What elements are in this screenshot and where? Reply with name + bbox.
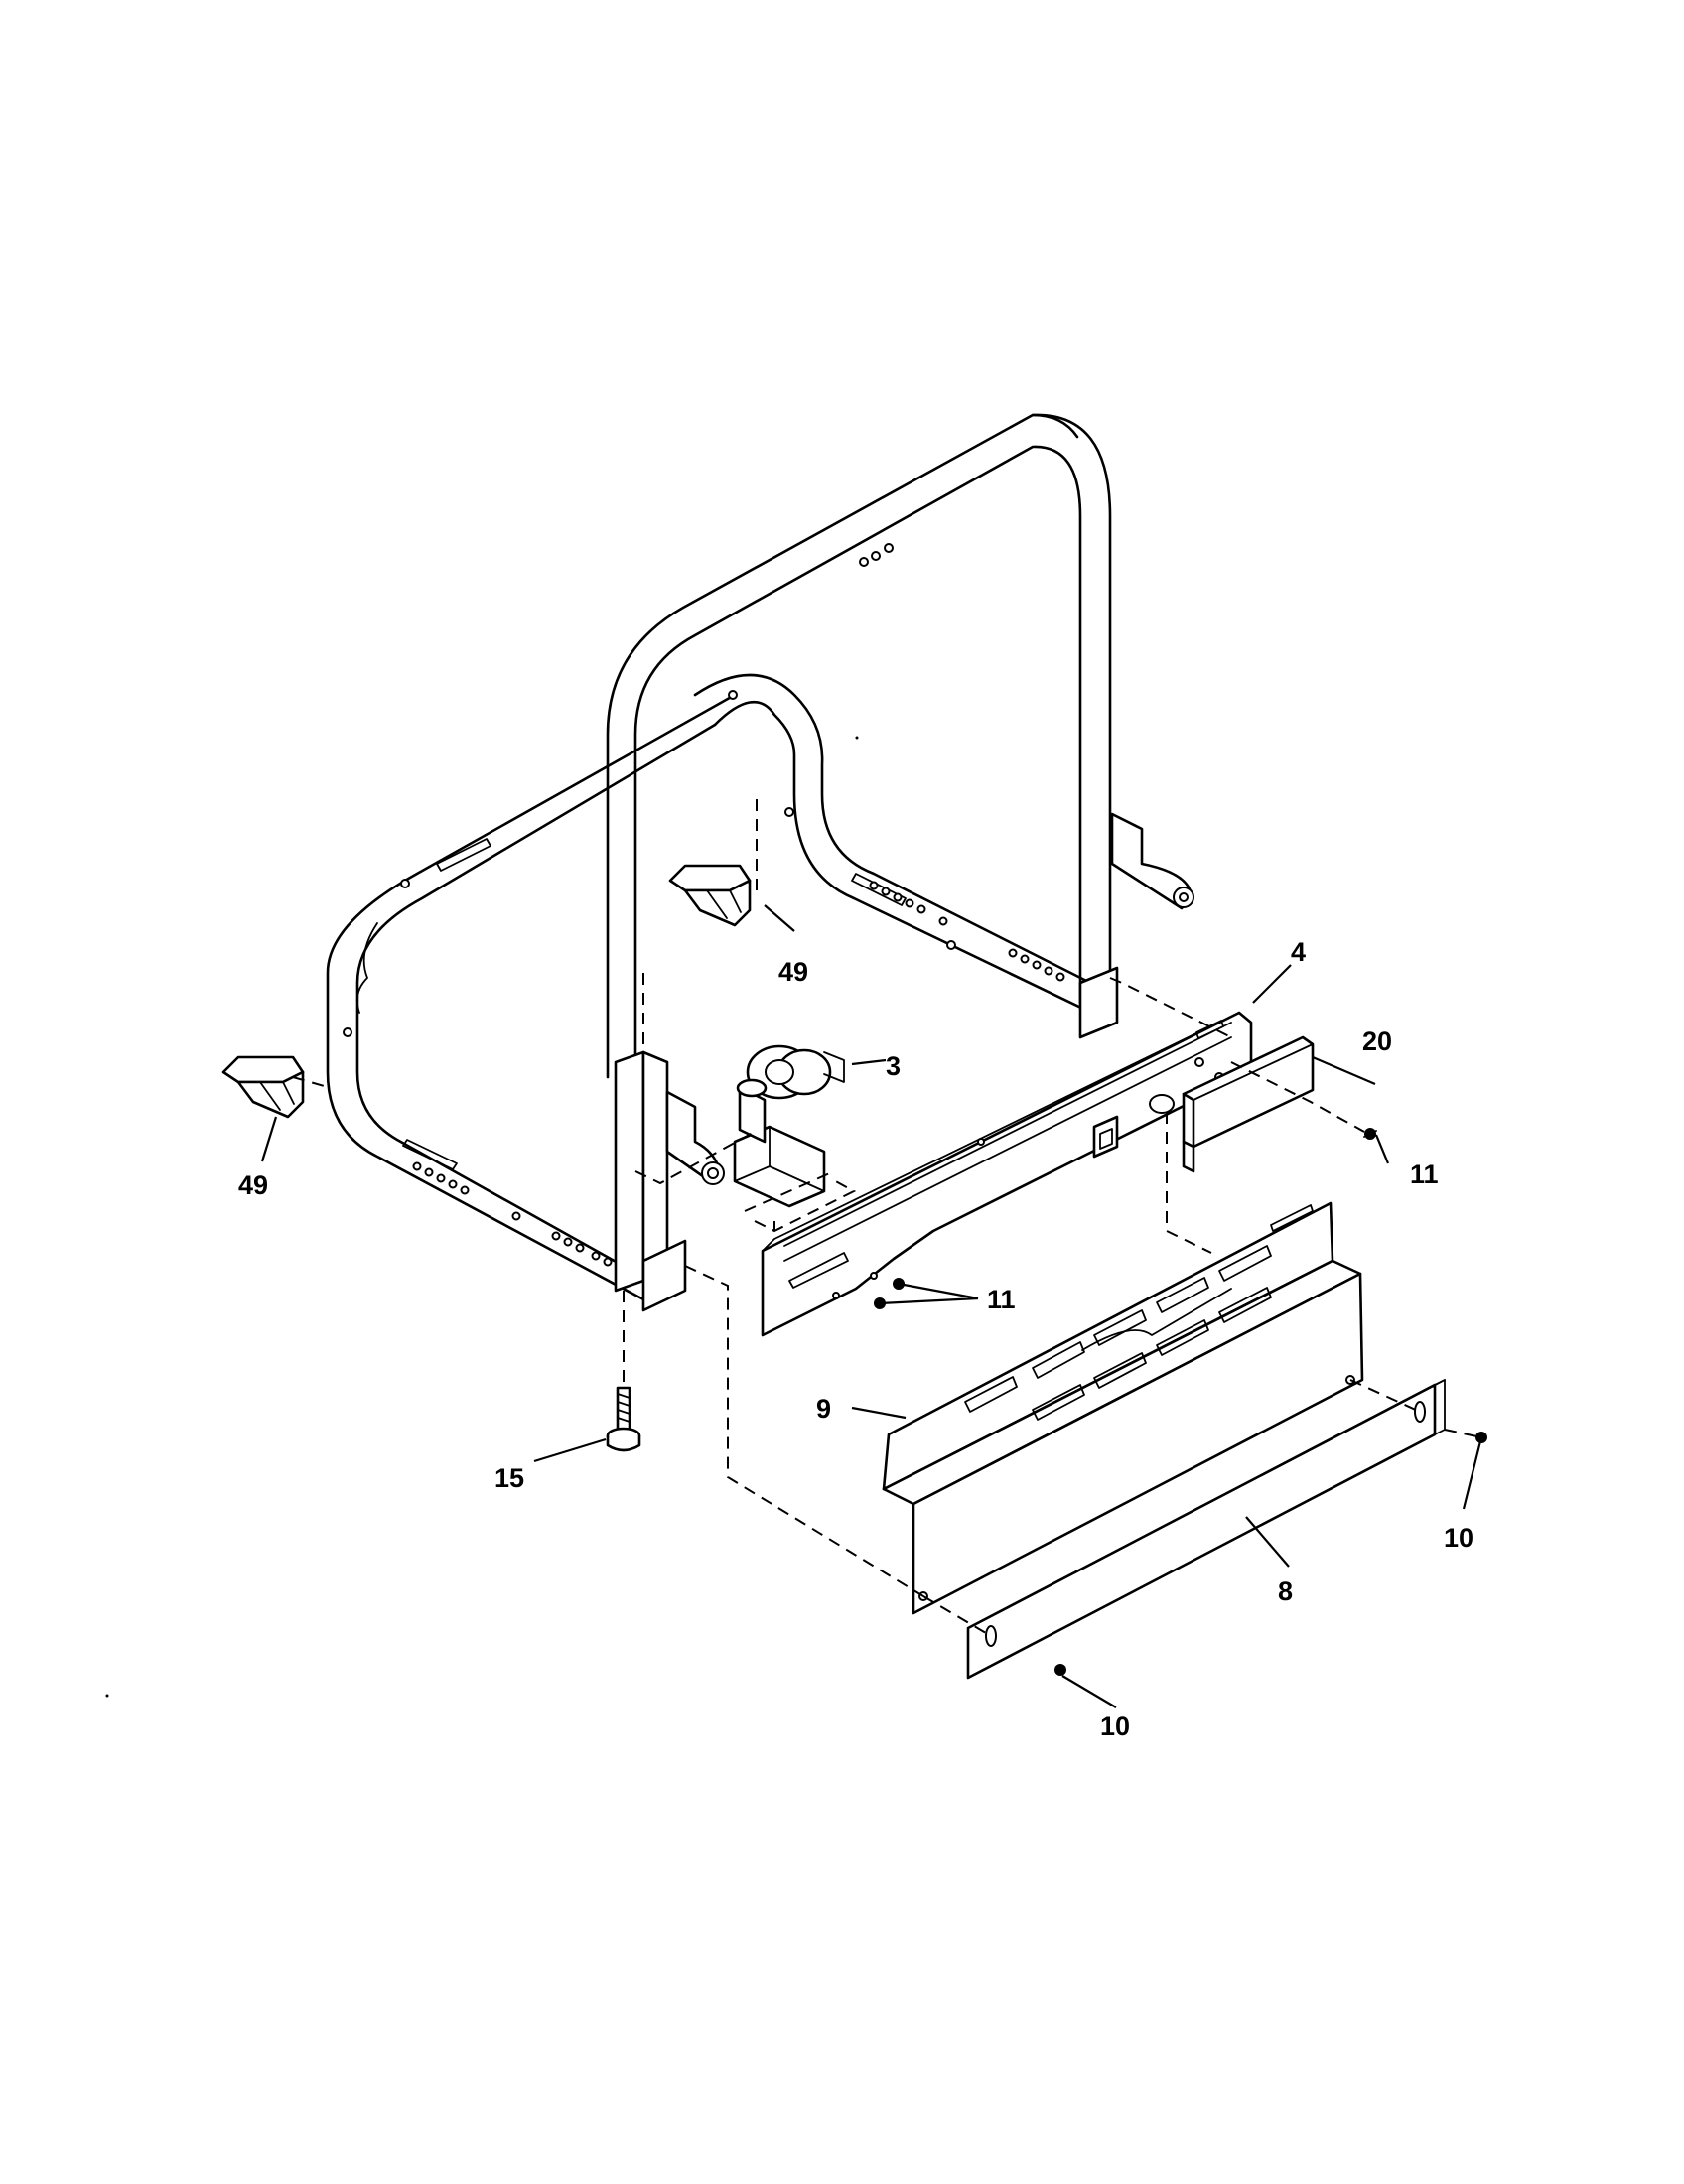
leveling-leg-part-15 [606, 1386, 641, 1452]
callout-11b: 11 [987, 1285, 1016, 1314]
callout-4: 4 [1291, 937, 1306, 967]
callout-20: 20 [1362, 1026, 1392, 1056]
callout-49a: 49 [778, 957, 808, 987]
leader-lines [260, 904, 1483, 1708]
callout-10a: 10 [1444, 1523, 1474, 1553]
leveling-foot-right [668, 864, 752, 927]
callout-8: 8 [1278, 1576, 1293, 1606]
callout-49b: 49 [238, 1170, 268, 1200]
callout-3: 3 [886, 1051, 901, 1081]
toe-kick-plate [966, 1379, 1446, 1680]
callout-9: 9 [816, 1394, 831, 1424]
frame-assembly [326, 413, 1119, 1312]
callout-11a: 11 [1410, 1160, 1439, 1189]
assembly-lines [292, 799, 1482, 1637]
water-valve [733, 1044, 845, 1208]
channel-piece [1182, 1035, 1315, 1173]
callout-labels: 3 4 20 11 11 9 10 8 10 15 49 49 [238, 937, 1474, 1741]
screw-part-11-a [1363, 1128, 1377, 1140]
leveling-foot-left [221, 1055, 305, 1119]
rear-hinge-bracket [1110, 812, 1194, 910]
callout-15: 15 [494, 1463, 524, 1493]
front-hinge-bracket [665, 1090, 725, 1185]
callout-10b: 10 [1100, 1711, 1130, 1741]
screw-part-10-b [1054, 1664, 1066, 1676]
